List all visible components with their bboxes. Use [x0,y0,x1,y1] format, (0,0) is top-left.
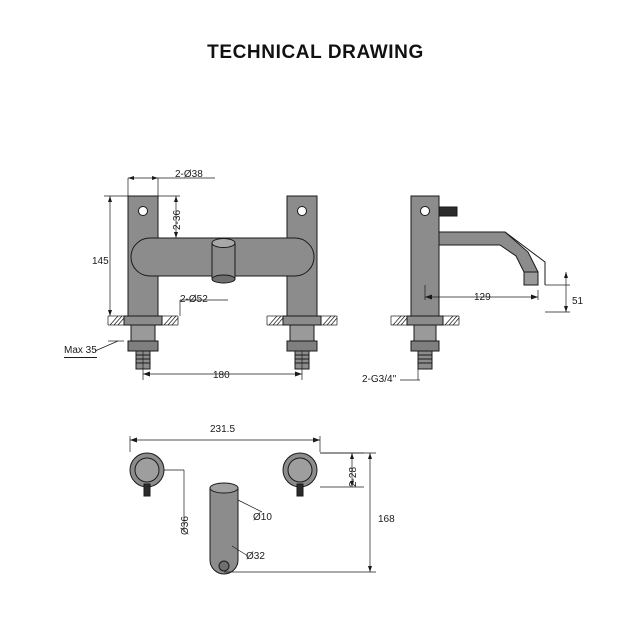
plan-view-dimension-lines [129,436,376,573]
dim-front-centres: 180 [213,370,230,381]
dim-plan-handle-offset: 2-28 [348,466,359,487]
dim-side-spout-height: 51 [572,296,584,307]
dim-front-height-left: 145 [92,256,109,267]
page-title: TECHNICAL DRAWING [207,42,424,63]
dim-plan-spout-bore: Ø10 [253,512,272,523]
side-elevation-geometry [390,195,546,370]
dim-side-spout-reach: 129 [474,292,491,303]
dim-front-holes-top: 2-Ø38 [175,169,203,180]
dim-side-connection-thread: 2-G3/4" [362,374,397,385]
dim-plan-overall-width: 231.5 [210,424,236,435]
dim-plan-overall-depth: 168 [378,514,395,525]
dim-front-max-thickness: Max 35 [64,345,97,358]
front-view-dimension-lines [94,176,303,380]
dim-plan-handle-dia: Ø36 [180,516,191,535]
front-elevation-geometry [107,195,338,370]
dim-plan-spout-dia: Ø32 [246,551,265,562]
plan-view-geometry [129,452,318,575]
side-view-dimension-lines [400,272,570,381]
dim-front-stem-thread: 2-36 [172,209,183,230]
dim-front-base-dia: 2-Ø52 [180,294,208,305]
